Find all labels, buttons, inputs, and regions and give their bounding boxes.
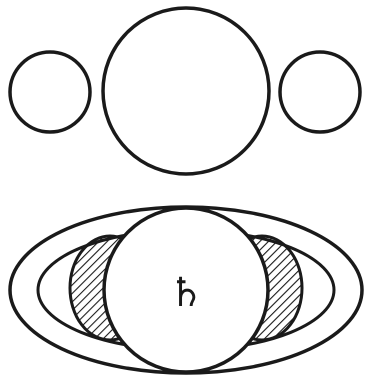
left-companion-circle	[10, 52, 90, 132]
center-planet-circle	[103, 8, 269, 174]
bottom-figure: ♄	[10, 207, 362, 373]
top-figure	[10, 8, 360, 174]
saturn-symbol-label: ♄	[168, 270, 204, 316]
right-companion-circle	[280, 52, 360, 132]
